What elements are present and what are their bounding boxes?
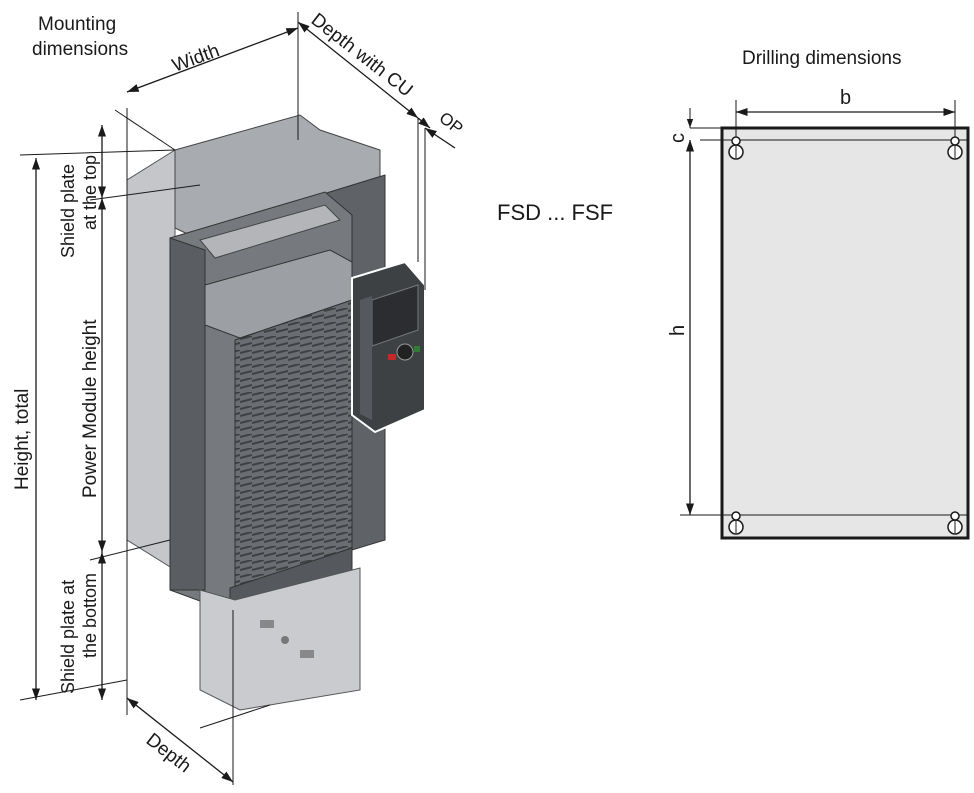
width-label: Width xyxy=(170,40,223,76)
frame-sizes-label: FSD ... FSF xyxy=(497,200,613,225)
drill-hole-bottom-left xyxy=(728,511,744,535)
power-module-height-label: Power Module height xyxy=(80,319,101,498)
width-dimension xyxy=(126,27,299,93)
op-dimension xyxy=(417,117,431,129)
shield-top-label-line2: at the top xyxy=(80,155,100,230)
mounting-label-line1: Mounting xyxy=(38,14,116,35)
shield-bottom-label-line1: Shield plate at xyxy=(58,580,78,694)
mounting-label-line2: dimensions xyxy=(32,39,128,60)
cooling-fins xyxy=(234,299,353,589)
inverter-illustration xyxy=(126,114,426,711)
depth-dimension xyxy=(126,697,234,783)
op-label: OP xyxy=(436,108,467,138)
c-label: c xyxy=(667,133,689,143)
h-label: h xyxy=(667,325,689,336)
depth-label: Depth xyxy=(142,729,195,777)
drill-hole-top-right xyxy=(947,136,963,160)
device-side-panel xyxy=(126,149,176,571)
mounting-dimension-lines xyxy=(19,12,456,785)
drill-hole-bottom-right xyxy=(947,511,963,535)
operator-panel xyxy=(351,260,426,434)
shield-plate-bottom xyxy=(199,567,361,711)
b-label: b xyxy=(840,87,851,109)
shield-top-label-line1: Shield plate xyxy=(58,164,78,258)
shield-bottom-label-line2: the bottom xyxy=(80,573,100,658)
mounting-plate xyxy=(720,126,970,540)
drilling-dimensions-title: Drilling dimensions xyxy=(742,48,901,69)
depth-with-cu-label: Depth with CU xyxy=(307,9,416,101)
height-total-label: Height, total xyxy=(12,389,33,490)
drilling-diagram xyxy=(680,100,970,540)
drill-hole-top-left xyxy=(728,136,744,160)
depth-with-cu-dimension xyxy=(297,21,419,119)
